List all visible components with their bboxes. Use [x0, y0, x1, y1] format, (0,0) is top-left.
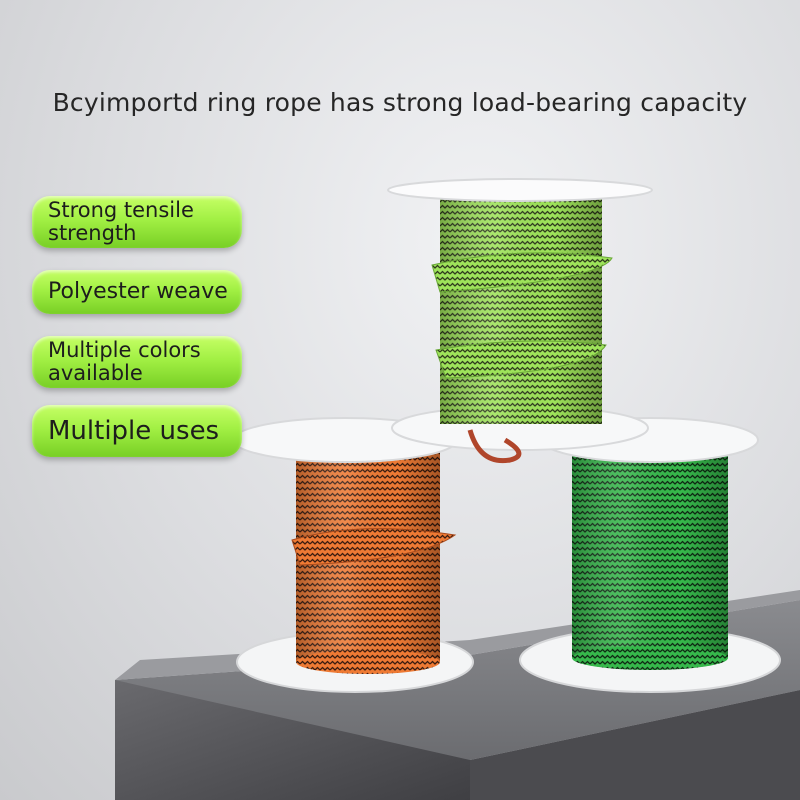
feature-polyester-weave: Polyester weave [32, 270, 242, 314]
feature-line: Multiple colors [48, 337, 201, 362]
feature-line: available [48, 361, 143, 385]
feature-line: strength [48, 221, 137, 245]
feature-multiple-colors: Multiple colors available [32, 336, 242, 388]
green-rope-spool [519, 417, 781, 693]
feature-line: Polyester weave [48, 278, 228, 304]
feature-line: Strong tensile [48, 197, 194, 222]
feature-tensile-strength: Strong tensile strength [32, 196, 242, 248]
feature-multiple-uses: Multiple uses [32, 405, 242, 457]
headline: Bcyimportd ring rope has strong load-bea… [52, 88, 748, 117]
feature-line: Multiple uses [48, 415, 220, 446]
orange-rope-spool [232, 417, 474, 693]
lime-rope-spool [387, 178, 653, 464]
